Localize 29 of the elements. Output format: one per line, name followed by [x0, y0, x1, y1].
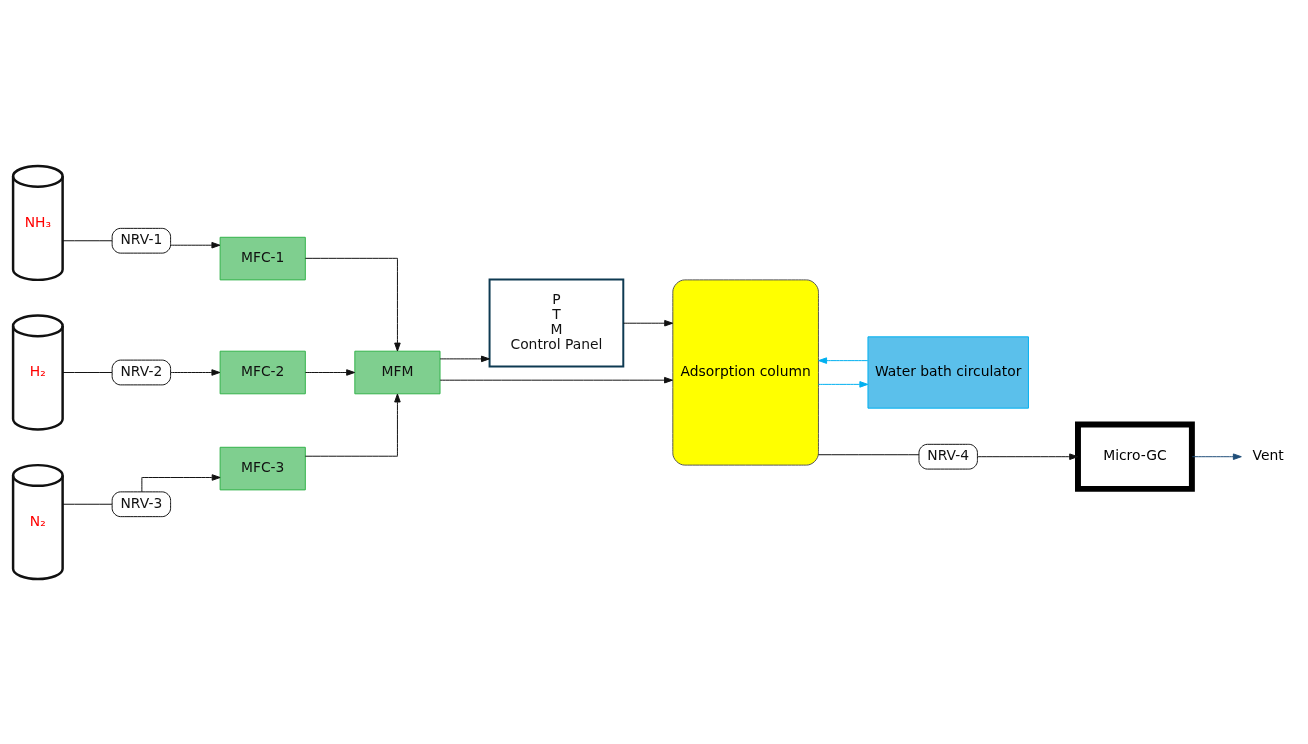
arrow — [304, 368, 356, 376]
node-box: MFC-2 — [219, 350, 306, 394]
node-box: Water bath circulator — [867, 335, 1029, 409]
connector — [818, 453, 920, 455]
arrow — [977, 452, 1079, 460]
node-text: Vent — [1252, 446, 1284, 463]
arrow — [304, 257, 401, 351]
node-box: MFM — [354, 350, 441, 394]
arrow — [818, 356, 869, 364]
node-box: Adsorption column — [672, 278, 819, 466]
arrow — [304, 393, 401, 457]
arrow — [1191, 452, 1242, 460]
arrow — [818, 380, 869, 388]
node-box: MFC-3 — [219, 446, 306, 490]
node-box: MFC-1 — [219, 236, 306, 280]
arrow — [170, 241, 221, 248]
arrow — [622, 319, 674, 326]
node-box: P T M Control Panel — [488, 277, 625, 368]
node-box: NRV-1 — [111, 227, 172, 254]
arrow — [439, 376, 673, 383]
node-box: NRV-2 — [111, 359, 172, 385]
connector — [62, 371, 113, 373]
connector — [62, 239, 113, 241]
arrow — [439, 355, 490, 362]
node-box: Micro-GC — [1075, 421, 1195, 492]
node-box: NRV-3 — [111, 490, 172, 517]
node-box: NRV-4 — [918, 443, 978, 470]
connector — [62, 503, 113, 505]
arrow — [170, 368, 221, 376]
